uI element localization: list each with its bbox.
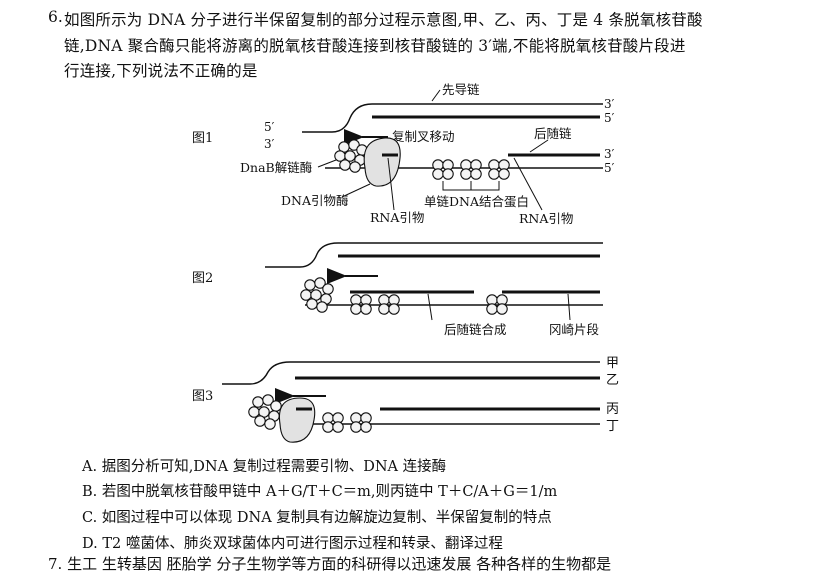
label-leading-strand: 先导链 [442, 82, 480, 97]
label-strand-bing: 丙 [606, 402, 619, 417]
option-d[interactable]: D. T2 噬菌体、肺炎双球菌体内可进行图示过程和转录、翻译过程 [82, 536, 503, 552]
fig3-ssb-group-1 [322, 412, 344, 433]
question-text-line-3: 行连接,下列说法不正确的是 [64, 62, 258, 80]
label-lagging-strand: 后随链 [534, 126, 572, 141]
dna-replication-figure: 图1 先导链 复制叉移动 后随链 3′ 5′ 3′ 5′ 5′ 3′ DnaB解… [192, 82, 619, 443]
label-strand-jia: 甲 [606, 356, 619, 371]
ssb-group-1 [432, 159, 454, 180]
ssb-group-2 [460, 159, 482, 180]
fig1-end-top-3: 3′ [604, 97, 615, 111]
fig1-end-bottom-5: 5′ [604, 161, 615, 175]
question-number: 6. [48, 8, 63, 26]
fig3-label: 图3 [192, 389, 213, 404]
option-a[interactable]: A. 据图分析可知,DNA 复制过程需要引物、DNA 连接酶 [82, 459, 447, 475]
helicase-cluster-fig3 [248, 394, 282, 430]
primase-blob-fig3 [278, 397, 316, 443]
primase-blob-fig1 [363, 137, 401, 187]
next-question-cut: 7. 生工 生转基因 胚胎学 分子生物学等方面的科研得以迅速发展 各种各样的生物… [48, 555, 612, 573]
helicase-cluster-fig2 [300, 277, 334, 313]
fig2-label: 图2 [192, 271, 213, 286]
label-rna-primer-2: RNA引物 [519, 211, 573, 226]
fig1-left-end-3: 3′ [264, 137, 275, 151]
label-ssb: 单链DNA结合蛋白 [424, 194, 529, 209]
fig3-ssb-group-2 [350, 412, 372, 433]
fig1-end-leading-5: 5′ [604, 111, 615, 125]
fig1-label: 图1 [192, 131, 213, 146]
ssb-group-3 [488, 159, 510, 180]
label-strand-yi: 乙 [606, 373, 619, 388]
label-fork-movement: 复制叉移动 [392, 129, 455, 144]
fig2-parent-top-strand [265, 242, 603, 268]
fig1-left-end-5: 5′ [264, 120, 275, 134]
label-helicase: DnaB解链酶 [240, 160, 312, 175]
option-b[interactable]: B. 若图中脱氧核苷酸甲链中 A＋G/T＋C＝m,则丙链中 T＋C/A＋G＝1/… [82, 484, 558, 500]
strand-jia-line [222, 361, 600, 385]
label-primase: DNA引物酶 [281, 193, 349, 208]
label-rna-primer: RNA引物 [370, 210, 424, 225]
label-lagging-synthesis: 后随链合成 [444, 322, 507, 337]
label-strand-ding: 丁 [606, 419, 619, 434]
fig1-end-lagging-3: 3′ [604, 147, 615, 161]
question-text-line-2: 链,DNA 聚合酶只能将游离的脱氧核苷酸连接到核苷酸链的 3′端,不能将脱氧核苷… [64, 37, 686, 55]
question-text-line-1: 如图所示为 DNA 分子进行半保留复制的部分过程示意图,甲、乙、丙、丁是 4 条… [64, 11, 703, 29]
fig1-parent-top-strand [302, 103, 603, 133]
option-c[interactable]: C. 如图过程中可以体现 DNA 复制具有边解旋边复制、半保留复制的特点 [82, 510, 552, 526]
label-okazaki: 冈崎片段 [549, 322, 599, 337]
